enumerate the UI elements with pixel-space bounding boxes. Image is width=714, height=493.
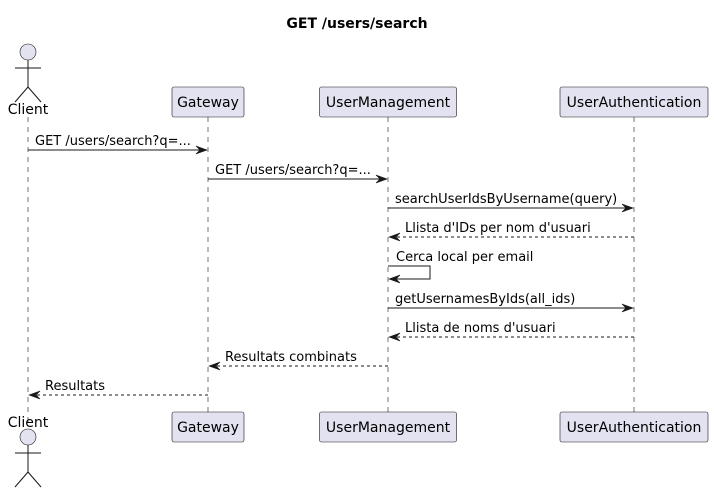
- message-5: Cerca local per email: [388, 250, 533, 284]
- participant-label-client: Client: [8, 102, 49, 118]
- message-1: GET /users/search?q=...: [28, 134, 208, 155]
- message-9: Resultats: [28, 379, 208, 400]
- participant-label-client-bottom: Client: [8, 415, 49, 431]
- message-label: Llista de noms d'usuari: [405, 321, 556, 336]
- participant-label-gateway-bottom: Gateway: [177, 420, 239, 436]
- participant-label-userauth: UserAuthentication: [567, 95, 702, 111]
- participant-box-usermgmt: [319, 86, 457, 118]
- message-7: Llista de noms d'usuari: [388, 321, 634, 342]
- diagram-title: GET /users/search: [286, 16, 427, 32]
- message-label: searchUserIdsByUsername(query): [395, 192, 617, 207]
- participant-box-usermgmt-bottom: [319, 411, 457, 443]
- message-2: GET /users/search?q=...: [208, 163, 388, 184]
- participants: ClientClientGatewayGatewayUserManagement…: [8, 43, 709, 488]
- message-label: Resultats combinats: [225, 350, 357, 365]
- message-label: getUsernamesByIds(all_ids): [395, 292, 575, 307]
- participant-label-usermgmt-bottom: UserManagement: [326, 420, 451, 436]
- participant-box-userauth-bottom: [559, 411, 709, 443]
- message-label: Cerca local per email: [396, 250, 533, 265]
- message-label: GET /users/search?q=...: [215, 163, 371, 178]
- messages: GET /users/search?q=... GET /users/search…: [28, 134, 634, 400]
- message-6: getUsernamesByIds(all_ids): [388, 292, 634, 313]
- message-label: Resultats: [45, 379, 105, 394]
- message-arrow: [388, 265, 431, 280]
- message-3: searchUserIdsByUsername(query): [388, 192, 634, 213]
- participant-box-gateway-bottom: [171, 411, 245, 443]
- actor-icon-top: [14, 43, 42, 103]
- actor-icon-bottom: [14, 428, 42, 488]
- participant-box-userauth: [559, 86, 709, 118]
- message-label: Llista d'IDs per nom d'usuari: [405, 221, 591, 236]
- message-8: Resultats combinats: [208, 350, 388, 371]
- participant-box-gateway: [171, 86, 245, 118]
- participant-label-gateway: Gateway: [177, 95, 239, 111]
- participant-label-userauth-bottom: UserAuthentication: [567, 420, 702, 436]
- message-label: GET /users/search?q=...: [35, 134, 191, 149]
- participant-label-usermgmt: UserManagement: [326, 95, 451, 111]
- lifelines: [27, 117, 635, 424]
- message-4: Llista d'IDs per nom d'usuari: [388, 221, 634, 242]
